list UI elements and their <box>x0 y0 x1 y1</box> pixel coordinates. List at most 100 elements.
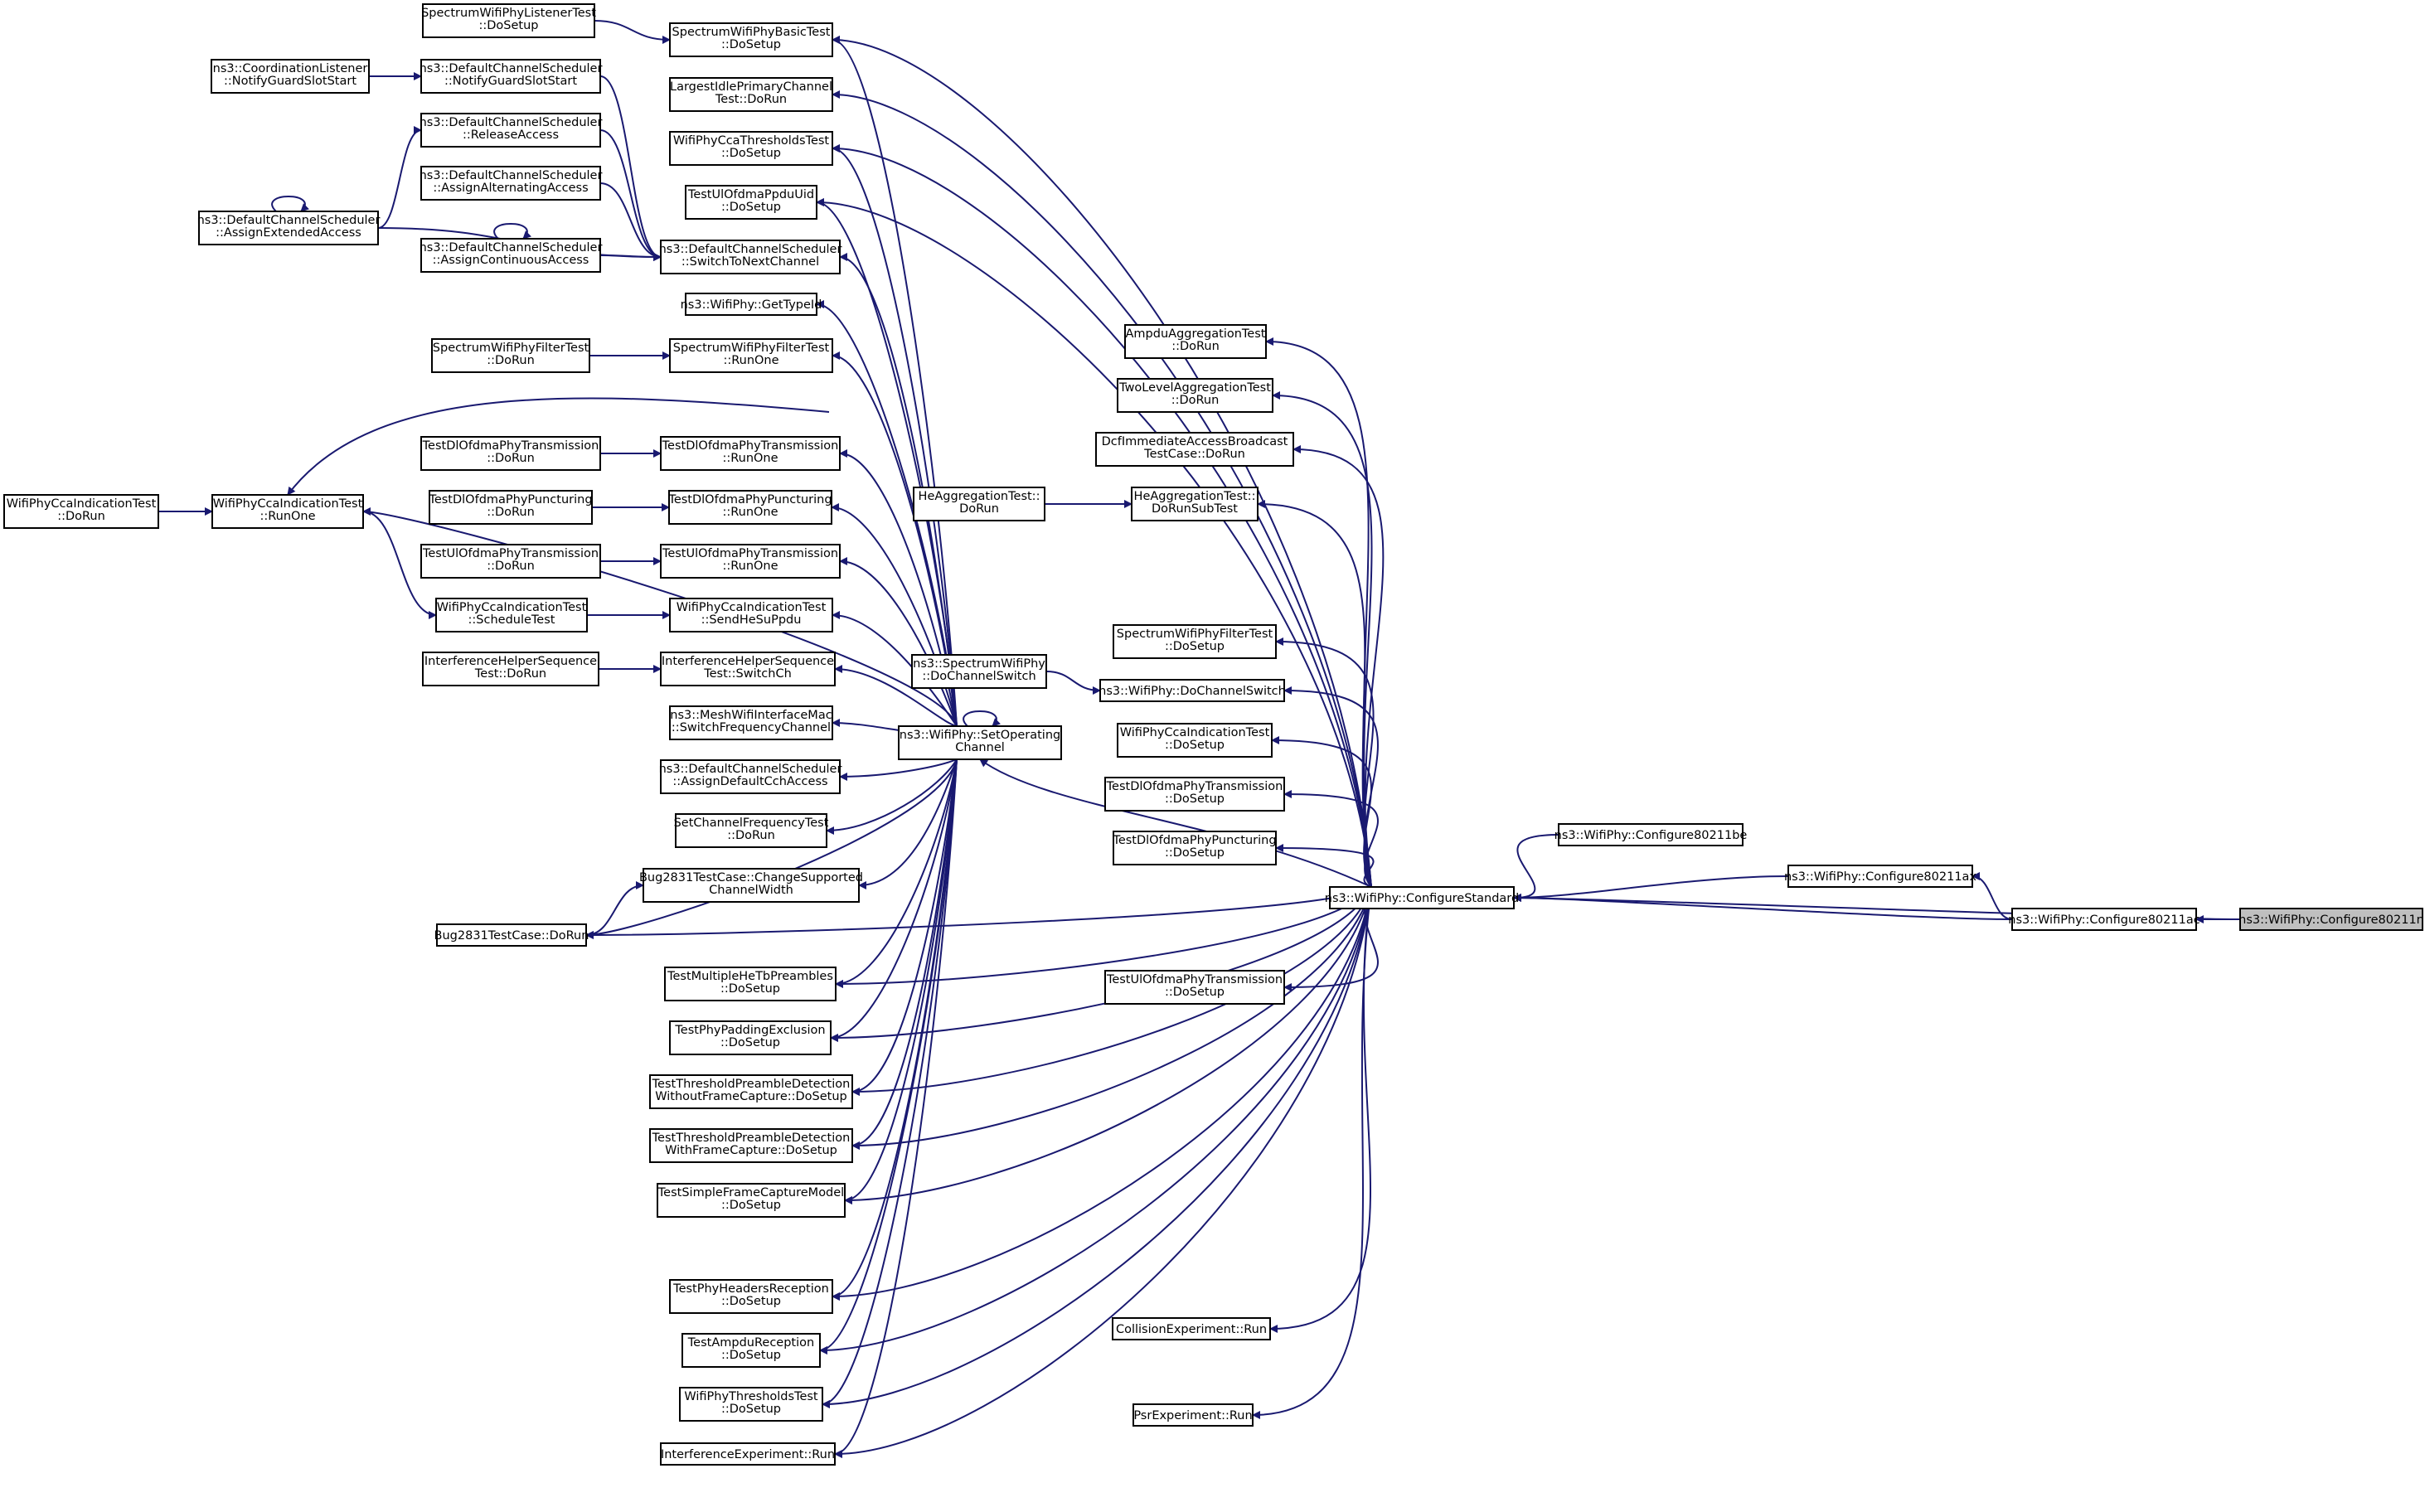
call-edge <box>1275 637 1375 888</box>
node-dlpunc-dosetup[interactable]: TestDlOfdmaPhyPuncturing::DoSetup <box>1112 831 1277 865</box>
node-psr[interactable]: PsrExperiment::Run <box>1132 1403 1254 1427</box>
node-dcs-ext[interactable]: ns3::DefaultChannelScheduler::AssignExte… <box>197 211 381 245</box>
node-dltx-dorun[interactable]: TestDlOfdmaPhyTransmission::DoRun <box>420 436 601 471</box>
node-interf[interactable]: InterferenceExperiment::Run <box>660 1442 836 1466</box>
node-headers[interactable]: TestPhyHeadersReception::DoSetup <box>669 1279 833 1314</box>
node-label: ::AssignContinuousAccess <box>433 254 589 267</box>
node-he-dorun[interactable]: HeAggregationTest::DoRun <box>913 487 1045 521</box>
node-bug-change[interactable]: Bug2831TestCase::ChangeSupportedChannelW… <box>639 868 863 903</box>
node-cca-sendhe[interactable]: WifiPhyCcaIndicationTest::SendHeSuPpdu <box>669 598 833 632</box>
node-bug-dorun[interactable]: Bug2831TestCase::DoRun <box>434 923 589 947</box>
node-thr-with[interactable]: TestThresholdPreambleDetectionWithFrameC… <box>649 1128 853 1163</box>
call-edge <box>832 144 958 727</box>
call-edge <box>831 503 958 727</box>
node-multihetb[interactable]: TestMultipleHeTbPreambles::DoSetup <box>664 967 837 1001</box>
node-dlpunc-runone[interactable]: TestDlOfdmaPhyPuncturing::RunOne <box>667 490 832 525</box>
call-edge <box>362 507 958 727</box>
node-box <box>675 813 827 848</box>
node-filter-dorun[interactable]: SpectrumWifiPhyFilterTest::DoRun <box>431 338 590 373</box>
node-listener[interactable]: SpectrumWifiPhyListenerTest::DoSetup <box>421 3 596 38</box>
node-he-sub[interactable]: HeAggregationTest::DoRunSubTest <box>1131 487 1259 521</box>
node-mesh[interactable]: ns3::MeshWifiInterfaceMac::SwitchFrequen… <box>669 705 833 740</box>
node-label: ::DoSetup <box>720 982 780 996</box>
call-edge <box>585 881 644 936</box>
node-dcs-release[interactable]: ns3::DefaultChannelScheduler::ReleaseAcc… <box>420 113 603 148</box>
node-ampdu-rx[interactable]: TestAmpduReception::DoSetup <box>681 1333 821 1368</box>
node-label: ::DoRun <box>57 510 105 523</box>
node-ccathr[interactable]: WifiPhyCcaThresholdsTest::DoSetup <box>669 131 833 166</box>
node-dlpunc-dorun[interactable]: TestDlOfdmaPhyPuncturing::DoRun <box>428 490 593 525</box>
node-label: ::DoSetup <box>721 1403 781 1416</box>
node-cca-sched[interactable]: WifiPhyCcaIndicationTest::ScheduleTest <box>435 598 588 632</box>
node-label: ::SendHeSuPpdu <box>701 613 802 627</box>
node-phythr[interactable]: WifiPhyThresholdsTest::DoSetup <box>679 1387 823 1422</box>
node-coordlistener[interactable]: ns3::CoordinationListener::NotifyGuardSl… <box>211 59 370 94</box>
node-ultx-runone[interactable]: TestUlOfdmaPhyTransmission::RunOne <box>660 544 841 579</box>
node-filter-runone[interactable]: SpectrumWifiPhyFilterTest::RunOne <box>669 338 833 373</box>
node-ax[interactable]: ns3::WifiPhy::Configure80211ax <box>1784 865 1976 888</box>
node-be[interactable]: ns3::WifiPhy::Configure80211be <box>1554 823 1748 846</box>
node-box <box>913 487 1045 521</box>
node-box <box>664 967 837 1001</box>
node-dcs-default[interactable]: ns3::DefaultChannelScheduler::AssignDefa… <box>659 759 842 794</box>
node-simplefc[interactable]: TestSimpleFrameCaptureModel::DoSetup <box>657 1183 846 1218</box>
node-n[interactable]: ns3::WifiPhy::Configure80211n <box>2238 908 2424 931</box>
node-dcf[interactable]: DcfImmediateAccessBroadcastTestCase::DoR… <box>1095 432 1294 467</box>
node-dltx-runone[interactable]: TestDlOfdmaPhyTransmission::RunOne <box>660 436 841 471</box>
node-ac[interactable]: ns3::WifiPhy::Configure80211ac <box>2008 908 2200 931</box>
node-label: WifiPhyCcaIndicationTest <box>7 497 157 511</box>
node-spec-docs[interactable]: ns3::SpectrumWifiPhy::DoChannelSwitch <box>911 654 1047 689</box>
node-padding[interactable]: TestPhyPaddingExclusion::DoSetup <box>669 1020 832 1055</box>
node-cca-dorun[interactable]: WifiPhyCcaIndicationTest::DoRun <box>3 494 159 529</box>
node-label: Bug2831TestCase::DoRun <box>434 929 589 943</box>
node-label: ::DoSetup <box>721 147 781 160</box>
node-box <box>660 436 841 471</box>
call-edge <box>362 511 437 619</box>
node-box <box>420 166 601 201</box>
node-ampdu-agg[interactable]: AmpduAggregationTest::DoRun <box>1124 324 1267 359</box>
node-box <box>420 544 601 579</box>
call-edge <box>832 36 958 727</box>
node-dcs-notify[interactable]: ns3::DefaultChannelScheduler::NotifyGuar… <box>420 59 603 94</box>
node-label: ns3::WifiPhy::SetOperating <box>900 729 1060 742</box>
node-dcs-switch[interactable]: ns3::DefaultChannelScheduler::SwitchToNe… <box>659 240 842 274</box>
node-cfgstd[interactable]: ns3::WifiPhy::ConfigureStandard <box>1325 886 1519 909</box>
node-docs[interactable]: ns3::WifiPhy::DoChannelSwitch <box>1099 679 1286 702</box>
node-filter-dosetup[interactable]: SpectrumWifiPhyFilterTest::DoSetup <box>1113 624 1277 659</box>
node-twolevel[interactable]: TwoLevelAggregationTest::DoRun <box>1117 378 1273 413</box>
call-edge <box>822 886 1372 1408</box>
node-ultx-dosetup[interactable]: TestUlOfdmaPhyTransmission::DoSetup <box>1104 970 1285 1005</box>
node-setchanfreq[interactable]: SetChannelFrequencyTest::DoRun <box>674 813 829 848</box>
call-edge <box>851 758 958 1096</box>
node-label: Test::DoRun <box>715 93 787 106</box>
node-label: WifiPhyCcaIndicationTest <box>437 601 587 614</box>
node-box <box>1329 886 1515 909</box>
call-edge <box>1513 894 2013 920</box>
node-thr-without[interactable]: TestThresholdPreambleDetectionWithoutFra… <box>649 1074 853 1109</box>
node-label: ::DoRun <box>487 506 535 519</box>
node-dcs-cont[interactable]: ns3::DefaultChannelScheduler::AssignCont… <box>420 238 603 273</box>
node-dltx-dosetup[interactable]: TestDlOfdmaPhyTransmission::DoSetup <box>1104 777 1285 812</box>
node-dcs-alt[interactable]: ns3::DefaultChannelScheduler::AssignAlte… <box>420 166 603 201</box>
node-basic[interactable]: SpectrumWifiPhyBasicTest::DoSetup <box>669 22 833 57</box>
call-edge <box>839 557 958 727</box>
node-label: TestSimpleFrameCaptureModel <box>657 1186 844 1199</box>
node-ultx-dorun[interactable]: TestUlOfdmaPhyTransmission::DoRun <box>420 544 601 579</box>
node-label: ::RunOne <box>722 452 778 465</box>
node-cca-runone[interactable]: WifiPhyCcaIndicationTest::RunOne <box>211 494 364 529</box>
node-box <box>685 185 817 220</box>
call-edge <box>839 253 958 727</box>
node-cca-dosetup[interactable]: WifiPhyCcaIndicationTest::DoSetup <box>1117 723 1273 758</box>
node-gettypeid[interactable]: ns3::WifiPhy::GetTypeId <box>681 293 822 316</box>
node-label: TestCase::DoRun <box>1143 448 1245 461</box>
node-label: ns3::DefaultChannelScheduler <box>420 241 603 254</box>
call-edge <box>599 75 662 261</box>
node-collision[interactable]: CollisionExperiment::Run <box>1112 1317 1271 1340</box>
node-box <box>679 1387 823 1422</box>
node-ulofdmauid[interactable]: TestUlOfdmaPpduUid::DoSetup <box>685 185 817 220</box>
